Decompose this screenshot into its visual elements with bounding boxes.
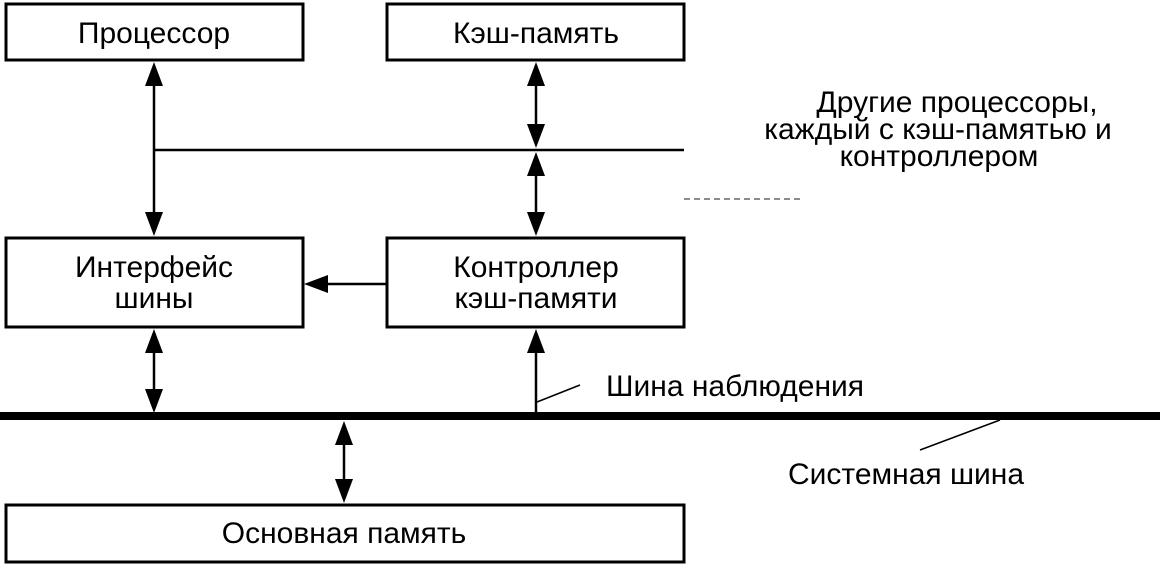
- cache-junction-arrow: [527, 62, 545, 148]
- snoop-bus-leader: [536, 384, 581, 403]
- main-memory-box: [4, 503, 686, 564]
- bus-interface-label-line-2: шины: [115, 282, 194, 315]
- memory-system-bus-arrow: [335, 421, 353, 503]
- other-processors-label: Другие процессоры, каждый с кэш-памятью …: [764, 86, 1112, 173]
- main-memory-label: Основная память: [222, 517, 467, 550]
- cache-controller-block: Контроллер кэш-памяти: [385, 236, 686, 329]
- cache-controller-label-line-2: кэш-памяти: [454, 282, 617, 315]
- cache-label: Кэш-память: [453, 17, 619, 50]
- system-bus-leader: [919, 419, 1001, 451]
- snoop-bus-label: Шина наблюдения: [606, 370, 864, 403]
- system-bus-label: Системная шина: [788, 458, 1024, 491]
- interface-system-bus-arrow: [145, 329, 163, 413]
- bus-interface-label-line-1: Интерфейс: [75, 251, 233, 284]
- other-processors-line-2: каждый с кэш-памятью и: [764, 113, 1112, 146]
- processor-label: Процессор: [78, 17, 230, 50]
- processor-box: [4, 2, 305, 62]
- other-processors-line-1: Другие процессоры,: [816, 86, 1097, 119]
- other-processors-line-3: контроллером: [840, 140, 1039, 173]
- processor-block: Процессор: [4, 2, 305, 62]
- cache-block: Кэш-память: [385, 2, 686, 62]
- snoop-arrow: [527, 329, 545, 413]
- main-memory-block: Основная память: [4, 503, 686, 564]
- bus-interface-box: [4, 236, 305, 329]
- cache-controller-label-line-1: Контроллер: [453, 251, 619, 284]
- bus-interface-block: Интерфейс шины: [4, 236, 305, 329]
- cache-box: [385, 2, 686, 62]
- controller-to-interface-arrow: [304, 275, 387, 293]
- cache-controller-box: [385, 236, 686, 329]
- junction-controller-arrow: [527, 152, 545, 236]
